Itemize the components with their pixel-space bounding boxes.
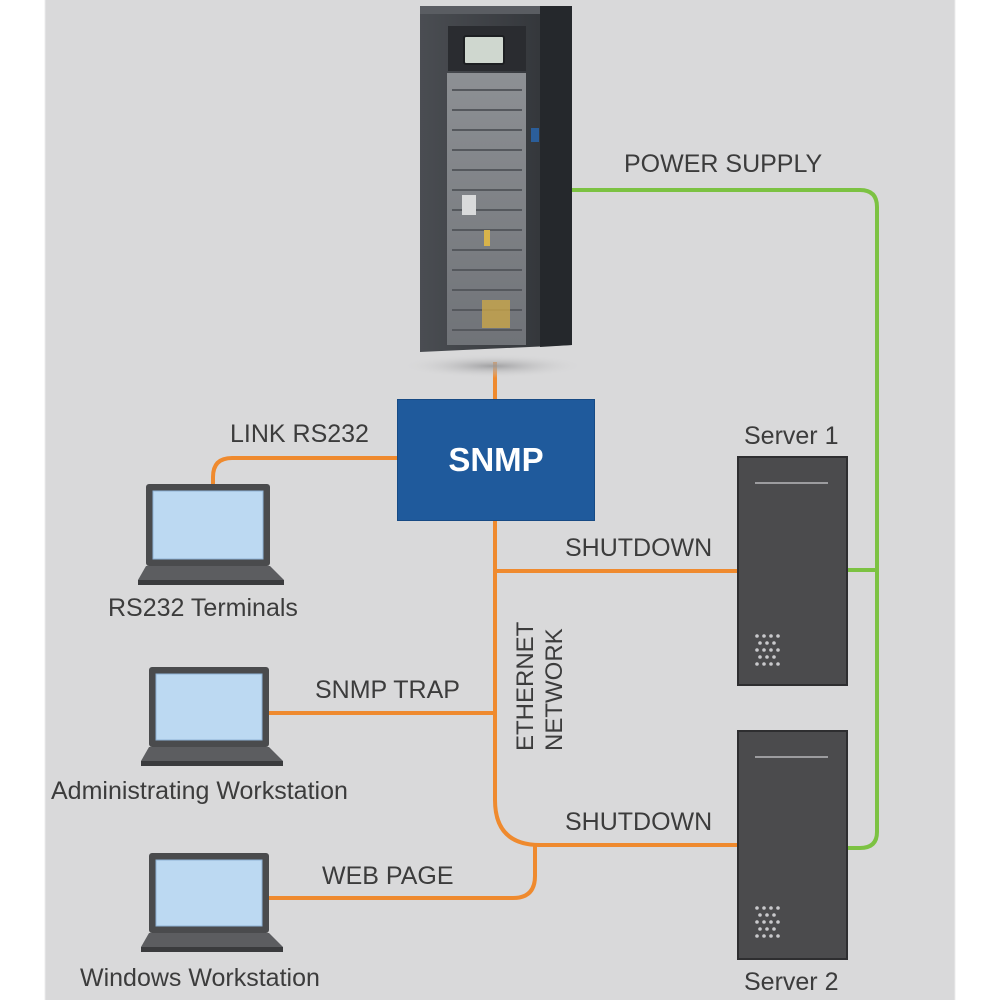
windows-workstation-label: Windows Workstation <box>80 964 320 992</box>
snmp-box: SNMP <box>397 399 595 521</box>
link-rs232-label: LINK RS232 <box>230 420 369 448</box>
laptop-icon <box>141 667 283 766</box>
power-supply-label: POWER SUPPLY <box>624 150 823 178</box>
snmp-trap-label: SNMP TRAP <box>315 676 460 704</box>
server2-label: Server 2 <box>744 968 839 996</box>
ethernet-network-label: ETHERNET NETWORK <box>511 621 569 751</box>
admin-workstation-label: Administrating Workstation <box>51 777 348 805</box>
ethernet-label-line1: ETHERNET <box>512 621 539 751</box>
ethernet-label-line2: NETWORK <box>541 628 568 751</box>
snmp-label: SNMP <box>448 441 544 478</box>
laptop-icon <box>141 853 283 952</box>
server-tower-icon <box>737 730 848 960</box>
ethernet-lines <box>211 362 740 900</box>
server-tower-icon <box>737 456 848 686</box>
web-page-label: WEB PAGE <box>322 862 454 890</box>
power-supply-line <box>572 188 879 850</box>
rs232-terminals-label: RS232 Terminals <box>108 594 298 622</box>
shutdown-label-2: SHUTDOWN <box>565 808 713 836</box>
laptop-icon <box>138 484 284 585</box>
ups-cabinet-icon <box>401 6 585 378</box>
shutdown-label-1: SHUTDOWN <box>565 534 713 562</box>
server1-label: Server 1 <box>744 422 839 450</box>
